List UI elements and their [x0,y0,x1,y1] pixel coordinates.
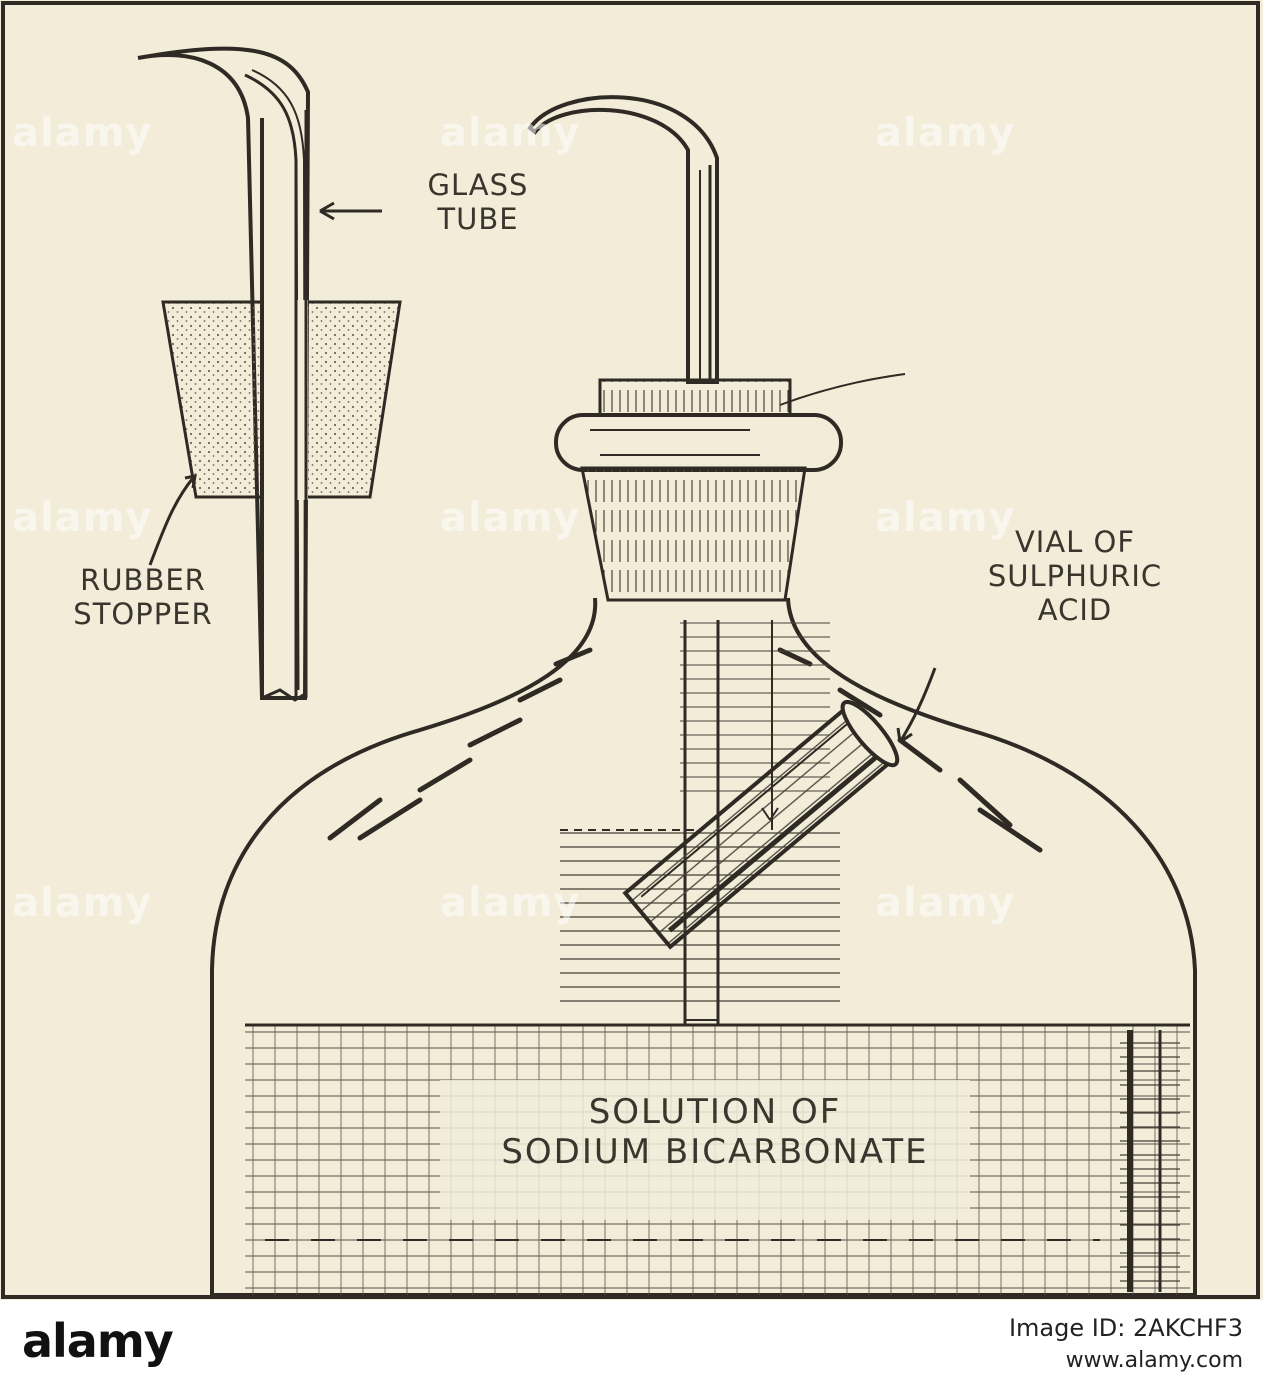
watermark: alamy [12,110,153,156]
solution-label-line1: SOLUTION OF [588,1092,842,1132]
alamy-logo: alamy [22,1314,174,1368]
spout-tube [527,95,719,384]
vial-label-line3: ACID [1037,593,1113,627]
solution-label: SOLUTION OF SODIUM BICARBONATE [250,1092,1180,1172]
fire-extinguisher-illustration [1,1,1260,1299]
watermark: alamy [875,880,1016,926]
watermark: alamy [440,495,581,541]
watermark: alamy [440,110,581,156]
diagram-figure: GLASS TUBE RUBBER STOPPER VIAL OF SULPHU… [0,0,1263,1300]
footer-bar: alamy Image ID: 2AKCHF3 www.alamy.com [0,1300,1263,1390]
vial-label-line1: VIAL OF [1014,525,1136,559]
watermark: alamy [440,880,581,926]
glass-tube-label-line1: GLASS [427,168,529,202]
watermark: alamy [12,880,153,926]
watermark: alamy [875,110,1016,156]
vial-label-line2: SULPHURIC [987,559,1163,593]
bottle [210,597,1197,1297]
glass-tube-inset [137,46,402,702]
glass-tube-label-line2: TUBE [437,202,519,236]
glass-tube-label: GLASS TUBE [378,168,578,236]
solution-label-line2: SODIUM BICARBONATE [501,1132,929,1172]
watermark: alamy [875,495,1016,541]
vial-label: VIAL OF SULPHURIC ACID [910,525,1240,627]
site-url-text: www.alamy.com [1065,1348,1243,1373]
rubber-stopper-label: RUBBER STOPPER [28,563,258,631]
acid-vial [622,620,937,950]
image-id-text: Image ID: 2AKCHF3 [1008,1314,1243,1342]
watermark: alamy [12,495,153,541]
stopper-assembly [554,373,906,602]
rubber-stopper-label-line1: RUBBER [80,563,206,597]
rubber-stopper-label-line2: STOPPER [73,597,213,631]
